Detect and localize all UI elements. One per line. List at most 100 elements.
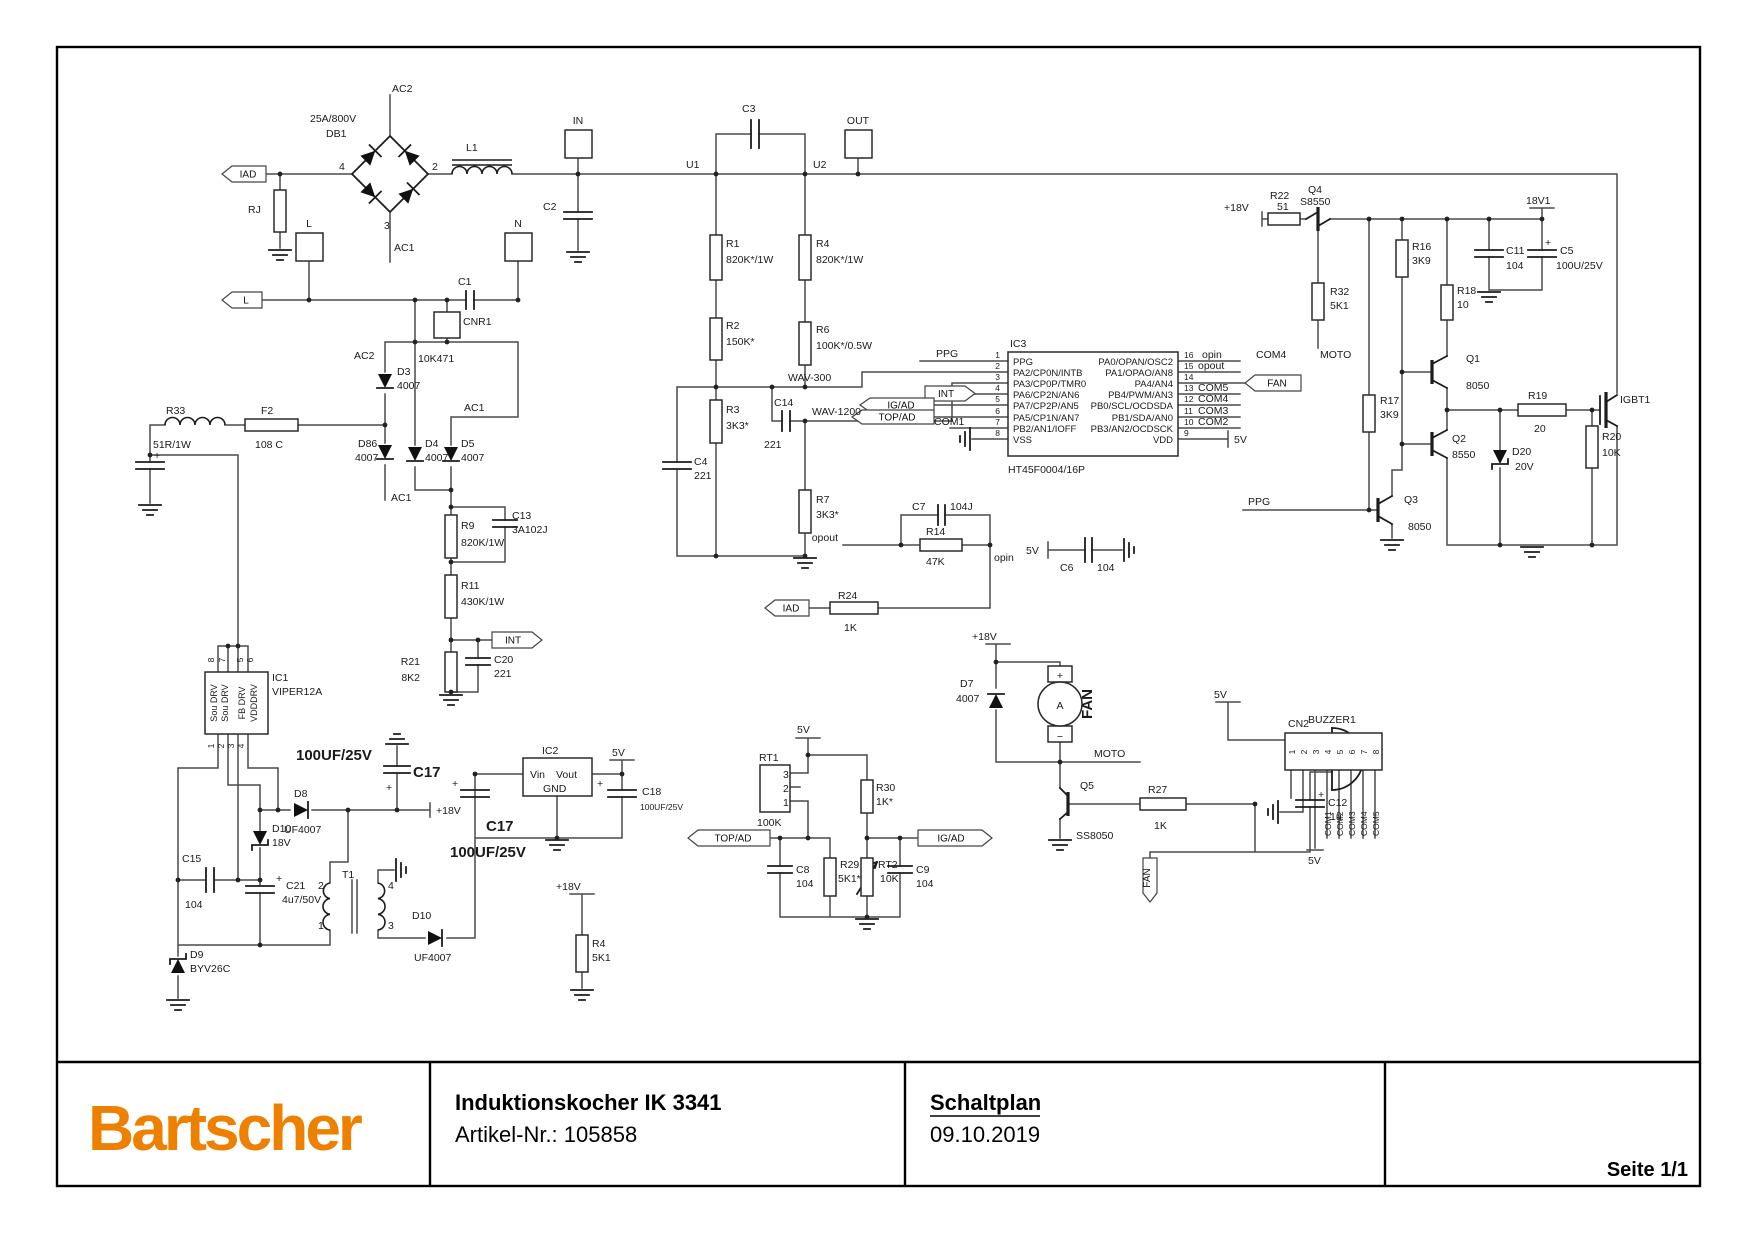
label-bridge-pin3: 3 (384, 220, 390, 232)
label-pn16: 16 (1184, 350, 1194, 360)
junction-dot (1252, 801, 1258, 807)
terminal-out (844, 129, 873, 159)
fan-motor (1037, 681, 1083, 727)
label-q3: Q3 (1404, 494, 1418, 506)
junction-dot (1589, 542, 1595, 548)
junction-dot (394, 807, 400, 813)
resistor-r1 (709, 234, 723, 281)
junction-dot (554, 835, 560, 841)
label-rt1-p1: 1 (783, 797, 789, 809)
brand-logo: Bartscher (88, 1092, 362, 1164)
label-r17: R17 (1380, 395, 1399, 407)
label-r27-val: 1K (1154, 820, 1167, 832)
junction-dot (306, 297, 312, 303)
label-q1: Q1 (1466, 353, 1480, 365)
label-r20-val: 10K (1602, 447, 1621, 459)
label-ic1-b4: 4 (236, 743, 246, 748)
label-pn4: 4 (995, 383, 1000, 393)
label-ppg-pin: PPG (936, 348, 958, 360)
junction-dot (802, 418, 808, 424)
junction-dot (382, 422, 388, 428)
ground-symbols (138, 249, 1544, 1011)
label-c8-val: 104 (796, 878, 814, 890)
label-cn2-5: 5 (1335, 749, 1345, 754)
label-r30-val: 1K* (876, 796, 893, 808)
label-c17a-plus: + (386, 782, 392, 794)
label-c17b-cap: 100UF/25V (450, 844, 526, 861)
label-pn3: 3 (995, 372, 1000, 382)
resistor-r18 (1440, 284, 1454, 321)
label-c6-5v: 5V (1026, 545, 1039, 557)
label-cn2-4: 4 (1323, 749, 1333, 754)
label-p18v-aux: +18V (436, 805, 461, 817)
junction-dot (257, 877, 263, 883)
resistor-r2 (709, 317, 723, 361)
junction-dot (448, 637, 454, 643)
label-p18v-right: +18V (1224, 202, 1249, 214)
label-ic3-r13: PB4/PWM/AN3 (1108, 390, 1173, 401)
label-moto2: MOTO (1094, 748, 1125, 760)
resistor-r17 (1362, 394, 1376, 433)
label-d5-val: 4007 (461, 452, 485, 464)
label-c13: C13 (512, 510, 531, 522)
page-number: Seite 1/1 (1607, 1159, 1688, 1181)
label-c7: C7 (912, 501, 926, 513)
junction-dot (713, 384, 719, 390)
label-r1-val: 820K*/1W (726, 254, 773, 266)
label-com2-pin: COM2 (1198, 416, 1228, 428)
label-c1: C1 (458, 276, 472, 288)
resistor-r30 (860, 779, 874, 814)
doc-date: 09.10.2019 (930, 1122, 1040, 1147)
label-ic1-n1: Sou DRV (209, 684, 219, 721)
label-rt-5v: 5V (797, 724, 810, 736)
label-c5-plus: + (1545, 237, 1551, 249)
label-bz-5v: 5V (1214, 689, 1227, 701)
label-r32-val: 5K1 (1330, 300, 1349, 312)
doc-title: Schaltplan (930, 1090, 1041, 1115)
component-symbols (135, 119, 1619, 896)
label-r18-val: 10 (1457, 299, 1469, 311)
label-ic1-b1: 1 (206, 743, 216, 748)
label-t1-p2: 2 (318, 880, 324, 892)
junction-dot (713, 171, 719, 177)
label-ac1-bridge: AC1 (394, 242, 415, 254)
label-d9: D9 (190, 949, 204, 961)
junction-dot (1366, 507, 1372, 513)
label-r2: R2 (726, 320, 740, 332)
label-cn2: CN2 (1288, 718, 1309, 730)
zener-d20 (1491, 449, 1509, 470)
label-c11: C11 (1506, 245, 1525, 257)
label-fan-rot: FAN (1079, 689, 1096, 719)
label-pn2: 2 (995, 361, 1000, 371)
label-pn8: 8 (995, 428, 1000, 438)
junction-dot (1497, 407, 1503, 413)
resistor-r27 (1139, 797, 1187, 811)
label-c11-val: 104 (1506, 260, 1524, 272)
junction-dot (412, 339, 418, 345)
label-r6-val: 100K*/0.5W (816, 340, 872, 352)
junction-dot (472, 771, 478, 777)
label-c7-val: 104J (950, 501, 973, 513)
junction-dot (448, 487, 454, 493)
label-opin: opin (994, 552, 1014, 564)
junction-dot (855, 171, 861, 177)
label-ic3-r15: PA1/OPAO/AN8 (1105, 368, 1173, 379)
net-tag-top-ad: TOP/AD (687, 829, 771, 847)
junction-dot (515, 297, 521, 303)
label-r32: R32 (1330, 286, 1349, 298)
diode-d4 (406, 446, 424, 462)
resistor-rj (273, 189, 287, 233)
label-c18-val: 100UF/25V (640, 802, 683, 812)
label-plus-cap-left: + (154, 450, 160, 462)
label-q5: Q5 (1080, 780, 1094, 792)
label-pn12: 12 (1184, 394, 1194, 404)
label-t1-p4: 4 (388, 880, 394, 892)
diode-d8 (293, 801, 309, 819)
resistor-r20 (1585, 425, 1599, 469)
junction-dot (805, 835, 811, 841)
junction-dot (1399, 441, 1405, 447)
terminal-n (504, 232, 533, 262)
resistor-r7 (798, 489, 812, 534)
product-title: Induktionskocher IK 3341 (455, 1090, 722, 1115)
